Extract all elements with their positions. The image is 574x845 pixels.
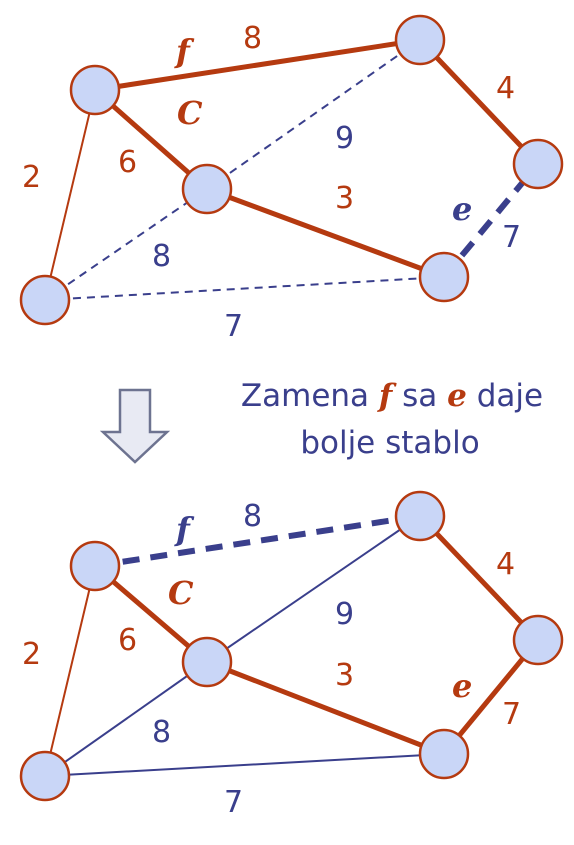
- bottom-label-f-weight: 8: [243, 499, 262, 534]
- top-label-diag: 9: [335, 121, 354, 156]
- top-node-a: [69, 64, 121, 116]
- top-label-left: 2: [22, 160, 41, 195]
- top-edge-8-lower: [44, 188, 208, 301]
- caption-line-2: bolje stablo: [300, 425, 479, 461]
- top-label-bottom: 7: [224, 309, 243, 344]
- bottom-label-e-weight: 7: [502, 697, 521, 732]
- top-letter-c: C: [177, 94, 203, 132]
- bottom-label-mid: 3: [335, 658, 354, 693]
- top-label-right-top: 4: [496, 71, 515, 106]
- top-node-b: [394, 14, 446, 66]
- caption-e: e: [447, 378, 467, 414]
- top-label-mid: 3: [335, 181, 354, 216]
- top-label-f-weight: 8: [243, 21, 262, 56]
- caption-prefix: Zamena: [241, 378, 369, 414]
- bottom-label-diag: 9: [335, 597, 354, 632]
- bottom-label-bottom: 7: [224, 785, 243, 820]
- top-node-f: [19, 274, 71, 326]
- caption-line-1: Zamena f sa e daje: [241, 378, 543, 414]
- bottom-edge-8-lower: [44, 661, 208, 777]
- bottom-node-f: [19, 750, 71, 802]
- bottom-node-b: [394, 490, 446, 542]
- top-label-c-weight: 6: [118, 145, 137, 180]
- top-node-e: [418, 251, 470, 303]
- top-letter-e: e: [452, 190, 472, 228]
- top-edge-2: [44, 89, 96, 301]
- top-edge-4: [418, 38, 540, 166]
- top-edge-7-bottom: [44, 276, 445, 301]
- top-edge-f: [94, 37, 421, 93]
- bottom-edge-4: [418, 514, 540, 642]
- bottom-edge-3: [206, 659, 445, 757]
- bottom-node-a: [69, 540, 121, 592]
- caption-f: f: [377, 378, 397, 414]
- bottom-label-c-weight: 6: [118, 623, 137, 658]
- bottom-node-e: [418, 728, 470, 780]
- bottom-letter-e: e: [452, 667, 472, 705]
- bottom-label-right-top: 4: [496, 547, 515, 582]
- bottom-letter-f: f: [174, 510, 195, 548]
- top-label-e-weight: 7: [502, 220, 521, 255]
- top-node-d: [181, 163, 233, 215]
- bottom-label-lower-left: 8: [152, 715, 171, 750]
- top-letter-f: f: [174, 32, 195, 70]
- bottom-letter-c: C: [168, 574, 194, 612]
- top-node-c: [512, 138, 564, 190]
- top-label-lower-left: 8: [152, 239, 171, 274]
- caption-suffix: daje: [477, 378, 543, 414]
- top-edge-9: [206, 39, 421, 190]
- bottom-graph: f 8 4 C 9 2 6 3 e 7 8 7: [19, 490, 564, 820]
- bottom-node-c: [512, 614, 564, 666]
- bottom-node-d: [181, 636, 233, 688]
- bottom-edge-2: [44, 565, 96, 777]
- top-edge-3: [206, 186, 445, 280]
- top-graph: f 8 4 C 9 2 6 3 e 7 8 7: [19, 14, 564, 344]
- down-arrow-icon: [99, 388, 171, 464]
- caption-mid: sa: [402, 378, 437, 414]
- bottom-label-left: 2: [22, 637, 41, 672]
- bottom-edge-7-bottom: [44, 753, 445, 777]
- bottom-edge-9: [206, 515, 421, 663]
